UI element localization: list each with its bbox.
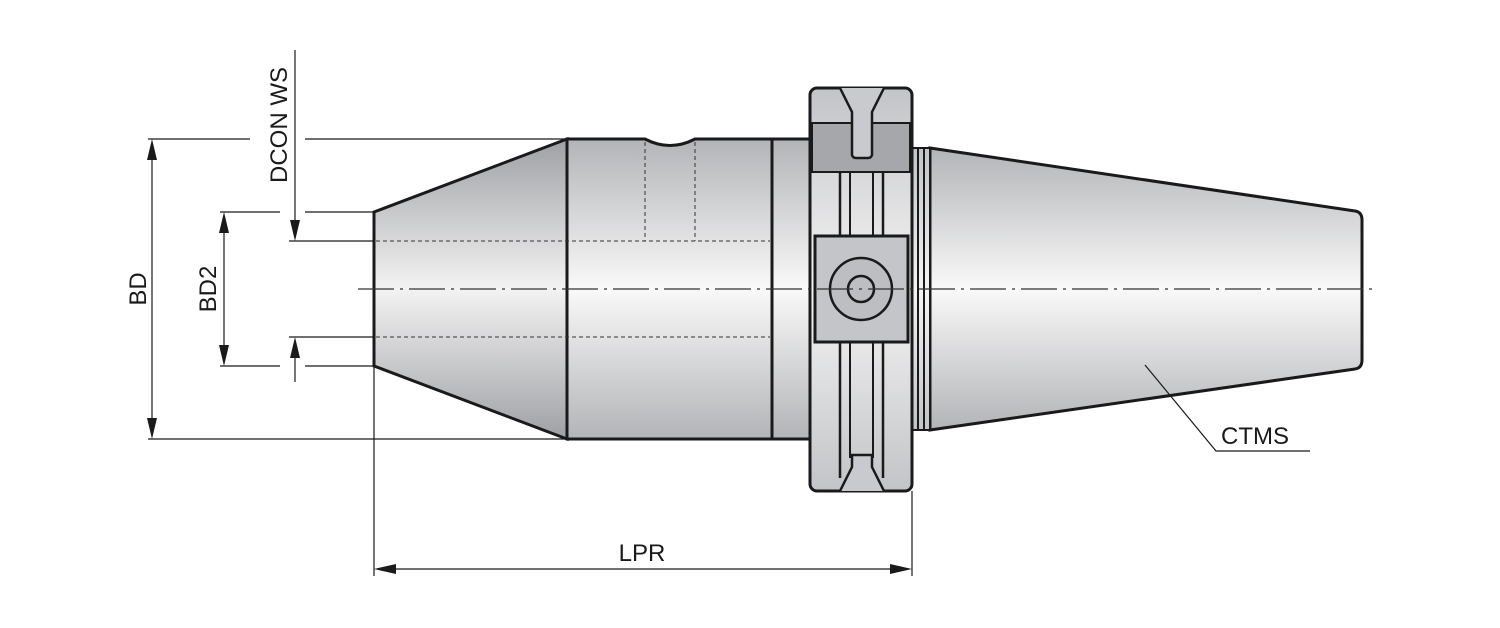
dimension-lpr: LPR	[374, 540, 912, 574]
label-bd: BD	[125, 272, 152, 305]
label-lpr: LPR	[619, 540, 666, 567]
dimension-bd2: BD2	[195, 212, 229, 366]
dimension-dcon-ws: DCON WS	[266, 50, 300, 382]
dimension-bd: BD	[125, 139, 157, 439]
leader-ctms: CTMS	[1144, 364, 1310, 452]
extension-lines	[148, 138, 913, 576]
label-bd2: BD2	[195, 266, 222, 313]
label-dcon-ws: DCON WS	[266, 67, 293, 183]
hidden-bore-lines	[376, 142, 770, 338]
label-ctms: CTMS	[1221, 423, 1289, 450]
